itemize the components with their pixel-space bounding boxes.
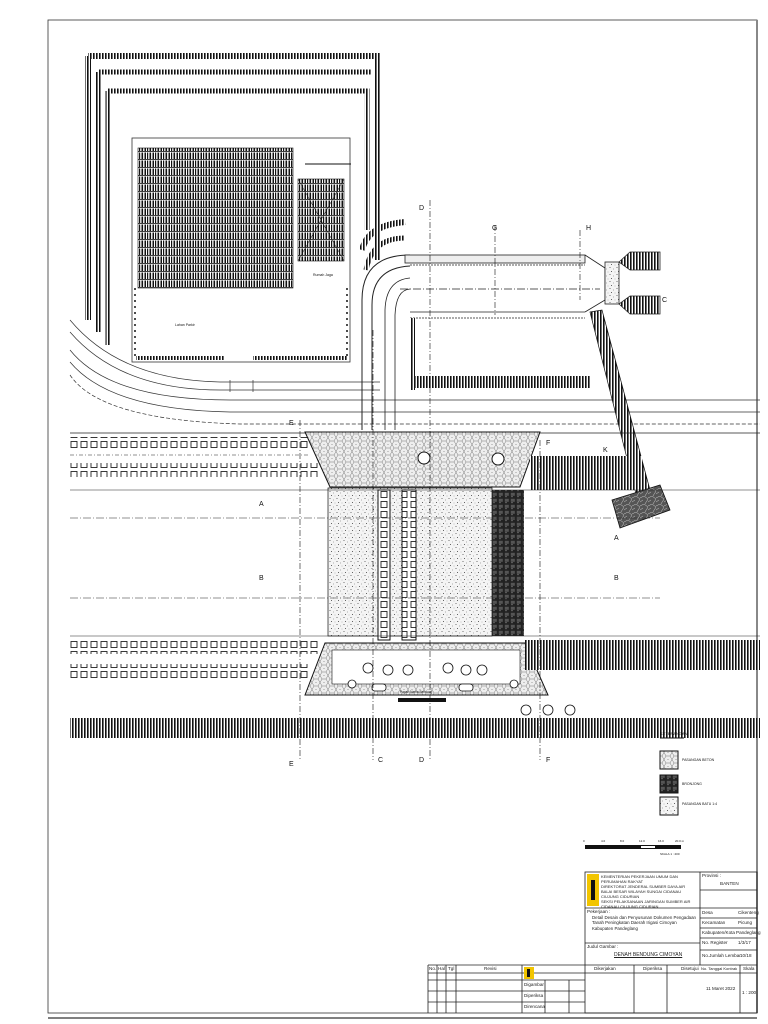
drawing-section_markers-1: B <box>614 575 619 582</box>
title_block-drafting_roles-1: Diperiksa <box>524 993 544 998</box>
province-value: BANTEN <box>720 881 739 886</box>
sign-header-diperiksa: Diperiksa <box>643 966 663 971</box>
title_block-fields-1-label: Kecamatan <box>702 920 726 925</box>
drawing-section_markers-2: C <box>378 757 383 764</box>
drawing-section_markers-6: G <box>492 225 497 232</box>
scale_bar-label: SKALA 1 : 200 <box>660 852 680 856</box>
title_block-agency-0: KEMENTERIAN PEKERJAAN UMUM DAN PERUMAHAN… <box>601 874 678 884</box>
title_block-drafting_roles-2: Direncana <box>524 1004 545 1009</box>
title_block-revision_headers-0: No. <box>429 966 437 971</box>
intake-canal <box>359 219 411 430</box>
weir-body: Papan Nama Bendung <box>70 431 760 738</box>
parking-paving <box>137 147 294 289</box>
drawing-title-label: Judul Gambar : <box>587 944 619 949</box>
drawing-section_markers-4: E <box>289 761 294 768</box>
scale-bar: 0 4.0 8.0 12.0 16.0 20.0 m SKALA 1 : 200 <box>583 839 685 856</box>
drawing-section_markers-2: C <box>662 297 667 304</box>
guard-house-label: Rumah Jaga <box>313 273 333 277</box>
parking-boundary <box>131 137 351 363</box>
section-markers: A A B B C C D D E E F F G H K <box>259 205 667 768</box>
sign-header-scale: Skala <box>743 966 755 971</box>
title_block-fields-2-label: Kabupaten/Kota <box>702 930 735 935</box>
name-board-label: Papan Nama Bendung <box>400 690 432 694</box>
province-label: Provinsi : <box>702 873 721 878</box>
parking-label: Lahan Parkir <box>175 323 196 327</box>
title_block-fields-3-value: 1/3/17 <box>738 940 751 945</box>
scale_bar-ticks-3: 12.0 <box>639 839 645 843</box>
canal-channel <box>400 251 661 319</box>
drawing-section_markers-1: B <box>259 575 264 582</box>
drawing-section_markers-5: F <box>546 440 550 447</box>
scale_bar-ticks-0: 0 <box>583 839 585 843</box>
title_block-revision_headers-1: Hal <box>438 966 445 971</box>
title_block-fields-3-label: No. Register <box>702 940 728 945</box>
scale_bar-ticks-4: 16.0 <box>658 839 664 843</box>
name-board <box>398 698 446 702</box>
title_block-fields-0-label: Desa <box>702 910 713 915</box>
title_block-agency-1: DIREKTORAT JENDERAL SUMBER DAYA AIR <box>601 884 686 889</box>
work-label: Pekerjaan : <box>587 909 611 914</box>
scale_bar-ticks-1: 4.0 <box>601 839 606 843</box>
agency-logo <box>524 874 599 979</box>
drawing-section_markers-5: F <box>546 757 550 764</box>
agency-name: KEMENTERIAN PEKERJAAN UMUM DAN PERUMAHAN… <box>601 874 699 909</box>
perimeter-fence <box>85 53 381 345</box>
sign-header-disetujui: Disetujui <box>681 966 699 971</box>
drawing-title: DENAH BENDUNG CIMOYAN <box>614 952 683 958</box>
title_block-fields-1-value: Picung <box>738 920 753 925</box>
work-description: Detail Desain dan Penyusunan Dokumen Pen… <box>592 915 696 931</box>
title_block-revision_headers-2: Tgl <box>448 966 455 971</box>
legend: KETERANGAN PASANGAN BETON BRONJONG PASAN… <box>659 731 717 816</box>
title_block-fields-4-value: 10/18 <box>740 953 752 958</box>
sign-header-dikerjakan: Dikerjakan <box>594 966 616 971</box>
title_block-drafting_roles-0: Digambar <box>524 982 544 987</box>
drawing-section_markers-0: A <box>259 501 264 508</box>
scale_bar-ticks-2: 8.0 <box>620 839 625 843</box>
drawing-section_markers-4: E <box>289 420 294 427</box>
title_block-revision_headers-3: Revisi <box>484 966 497 971</box>
drawing-section_markers-0: A <box>614 535 619 542</box>
sign-header-contract: No. Tanggal Kontrak <box>701 966 738 971</box>
drawing-section_markers-3: D <box>419 757 424 764</box>
title_block-agency-3: SEKSI PELAKSANAAN JARINGAN SUMBER AIR CI… <box>601 899 691 909</box>
scale-value: 1 : 200 <box>742 990 757 995</box>
title-block-frame <box>427 871 758 1014</box>
scale_bar-ticks-5: 20.0 m <box>675 839 685 843</box>
legend-concrete: PASANGAN BETON <box>682 758 715 762</box>
contract-date: 11 Maret 2022 <box>706 986 736 991</box>
legend-title: KETERANGAN <box>660 731 688 736</box>
legend-stone-masonry: PASANGAN BATU 1:4 <box>682 802 717 806</box>
access-road <box>69 319 760 425</box>
title_block-fields-0-value: Cikenteng <box>738 910 759 915</box>
title_block-agency-2: BALAI BESAR WILAYAH SUNGAI CIDANAU CIUJU… <box>601 889 682 899</box>
title_block-fields-4-label: No.Jumlah Lembar <box>702 953 741 958</box>
title_block-fields-2-value: Pandeglang <box>736 930 761 935</box>
legend-gabion: BRONJONG <box>682 782 702 786</box>
drawing-section_markers-3: D <box>419 205 424 212</box>
drawing-section_markers-8: K <box>603 447 608 454</box>
drawing-section_markers-7: H <box>586 225 591 232</box>
